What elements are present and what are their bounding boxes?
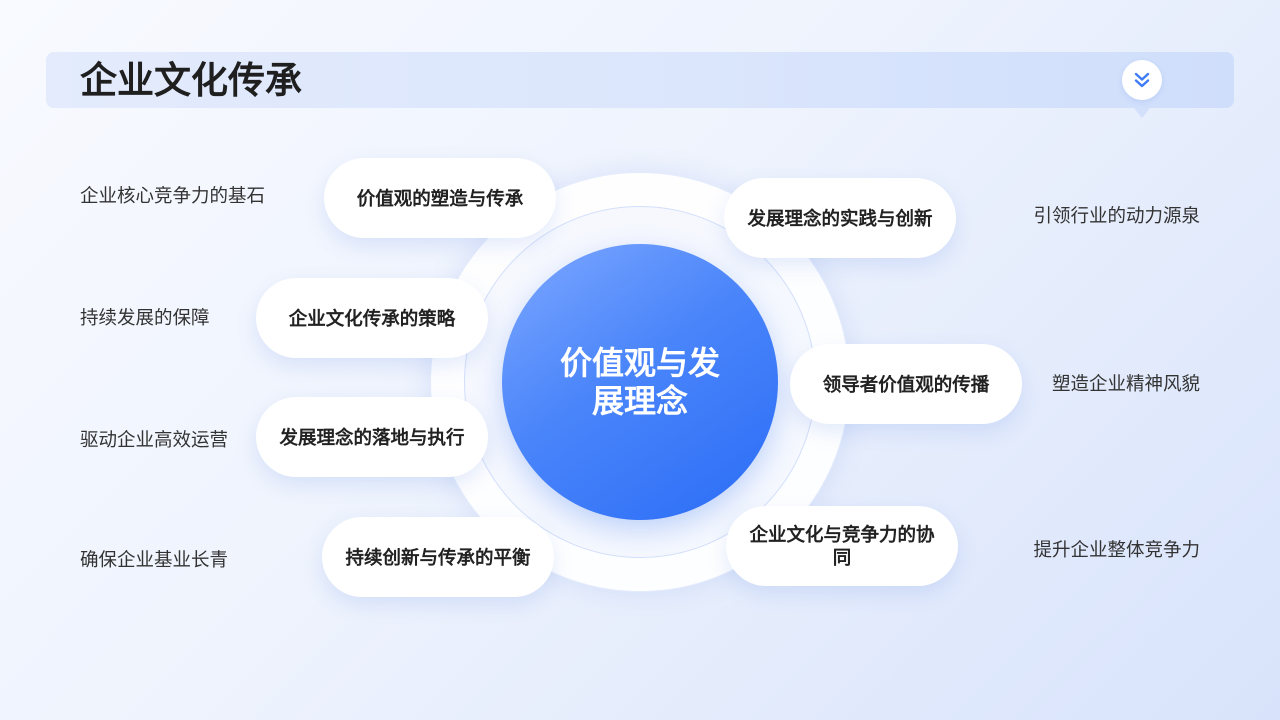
node-label: 发展理念的实践与创新 bbox=[747, 207, 933, 229]
header-pointer bbox=[1134, 108, 1150, 118]
node-description: 引领行业的动力源泉 bbox=[1033, 205, 1200, 226]
hub-circle: 价值观与发展理念 bbox=[502, 244, 778, 520]
node-pill: 价值观的塑造与传承 bbox=[324, 158, 556, 238]
node-label: 持续创新与传承的平衡 bbox=[345, 546, 531, 568]
node-pill: 发展理念的实践与创新 bbox=[724, 178, 956, 258]
node-pill: 持续创新与传承的平衡 bbox=[322, 517, 554, 597]
hub-label: 价值观与发展理念 bbox=[559, 345, 720, 419]
node-description: 提升企业整体竞争力 bbox=[1033, 539, 1200, 560]
node-pill: 企业文化传承的策略 bbox=[256, 278, 488, 358]
node-description: 企业核心竞争力的基石 bbox=[80, 185, 266, 206]
node-pill: 发展理念的落地与执行 bbox=[256, 397, 488, 477]
node-label: 领导者价值观的传播 bbox=[822, 373, 990, 395]
node-description: 持续发展的保障 bbox=[80, 307, 210, 328]
node-label: 发展理念的落地与执行 bbox=[279, 426, 465, 448]
slide-title: 企业文化传承 bbox=[80, 60, 302, 101]
node-pill: 领导者价值观的传播 bbox=[790, 344, 1022, 424]
header-bar: 企业文化传承 bbox=[46, 52, 1234, 108]
node-description: 确保企业基业长青 bbox=[80, 549, 229, 570]
node-label: 价值观的塑造与传承 bbox=[356, 187, 524, 209]
double-chevron-down-icon bbox=[1122, 60, 1162, 100]
node-label: 企业文化与竞争力的协同 bbox=[749, 524, 935, 568]
node-label: 企业文化传承的策略 bbox=[288, 307, 456, 329]
node-description: 驱动企业高效运营 bbox=[80, 429, 229, 450]
node-pill: 企业文化与竞争力的协同 bbox=[726, 506, 958, 586]
node-description: 塑造企业精神风貌 bbox=[1051, 373, 1200, 394]
